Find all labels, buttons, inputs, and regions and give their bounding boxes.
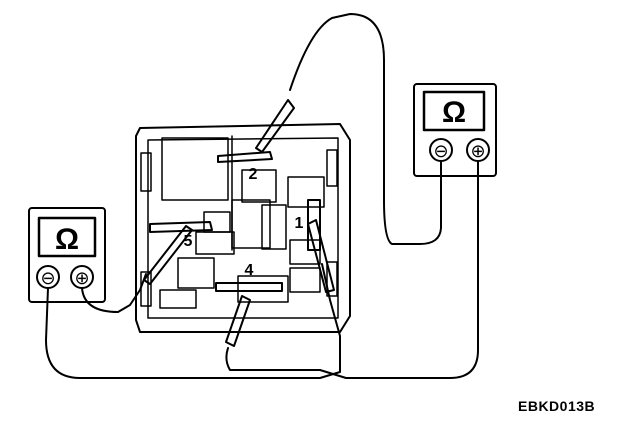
relay-body	[135, 123, 351, 333]
terminal-1-label: 1	[295, 215, 304, 232]
probes	[143, 99, 335, 347]
terminal-4-label: 4	[245, 262, 254, 279]
minus-terminal-left: ⊖	[40, 268, 55, 288]
terminal-2-label: 2	[249, 166, 258, 183]
plus-terminal-left: ⊕	[74, 268, 89, 288]
figure-code: EBKD013B	[518, 398, 596, 414]
terminal-5-label: 5	[184, 233, 193, 250]
test-leads	[45, 13, 479, 379]
ohm-symbol-right: Ω	[442, 96, 466, 129]
plus-terminal-right: ⊕	[470, 141, 485, 161]
minus-terminal-right: ⊖	[433, 141, 448, 161]
ohm-symbol-left: Ω	[55, 223, 79, 256]
